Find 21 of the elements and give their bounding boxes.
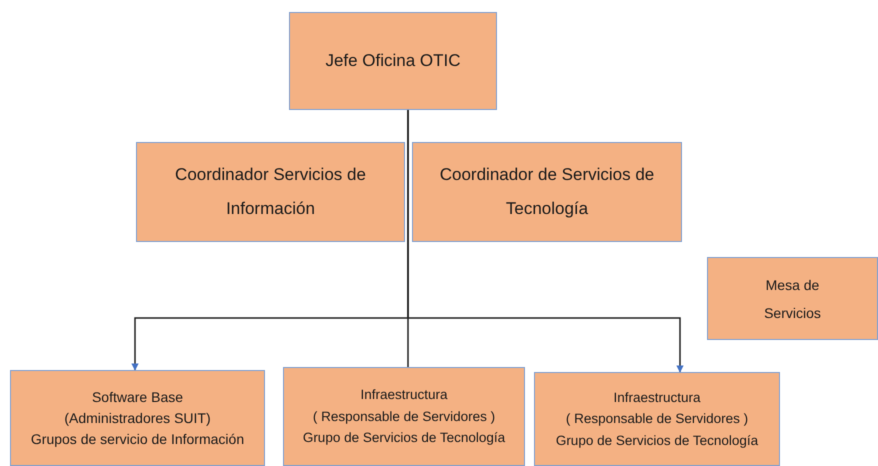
arrow xyxy=(407,110,684,373)
position-box xyxy=(10,370,265,466)
position-title: Grupos de servicio de Información xyxy=(30,430,244,449)
position-title: Software Base xyxy=(92,388,184,406)
position-title: ( Responsable de Servidores ) xyxy=(312,408,496,426)
position-title: Infraestructura xyxy=(613,388,701,407)
position-title: Grupo de Servicios de Tecnología xyxy=(302,429,506,448)
position-title: Coordinador de Servicios de Tecnología xyxy=(438,164,656,220)
position-box xyxy=(707,257,878,340)
position-title: Coordinador Servicios de Información xyxy=(174,164,367,220)
position-title: Jefe Oficina OTIC xyxy=(325,50,461,72)
position-box xyxy=(289,12,497,110)
position-box xyxy=(136,142,405,242)
position-title: ( Responsable de Servidores ) xyxy=(566,410,748,428)
position-box xyxy=(534,372,780,466)
position-title: Mesa de Servicios xyxy=(763,276,822,322)
position-box xyxy=(283,367,525,466)
position-title: Grupo de Servicios de Tecnología xyxy=(556,432,758,450)
position-title: (Administradores SUIT) xyxy=(64,408,211,428)
position-title: Infraestructura xyxy=(360,386,448,404)
position-box xyxy=(412,142,682,242)
